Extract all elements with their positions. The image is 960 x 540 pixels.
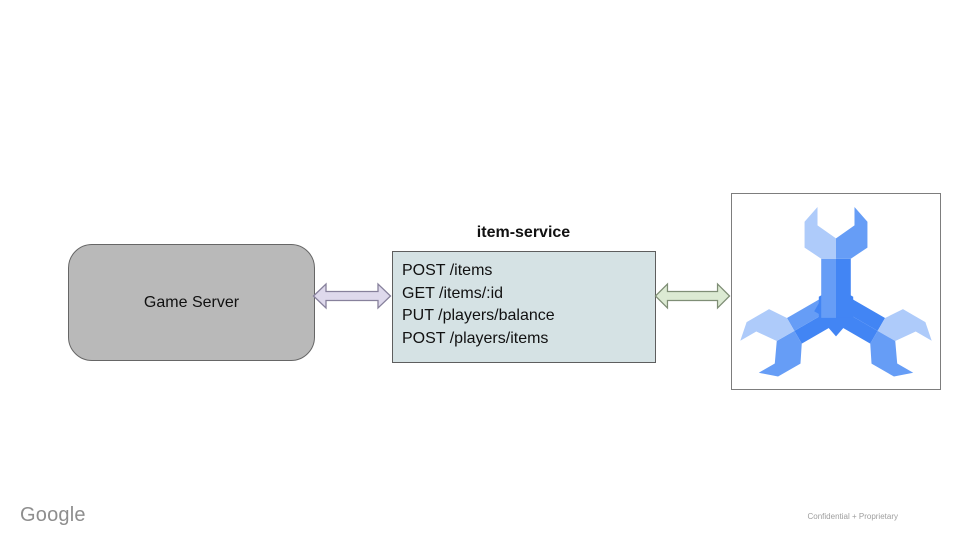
confidential-label: Confidential + Proprietary — [807, 512, 899, 521]
endpoint-line: PUT /players/balance — [402, 307, 555, 324]
double-arrow-icon-left — [312, 282, 392, 310]
double-arrow-icon-right — [654, 282, 731, 310]
game-server-label: Game Server — [143, 293, 240, 311]
endpoint-line: POST /players/items — [402, 329, 549, 347]
endpoint-line: POST /items — [402, 262, 493, 279]
double-arrow-shape — [312, 282, 392, 310]
database-icon-box — [731, 193, 941, 390]
wrench-arm-top — [804, 206, 868, 318]
game-server-node: Game Server — [68, 244, 315, 361]
google-logo: Google — [20, 504, 86, 526]
item-service-node: POST /items GET /items/:id PUT /players/… — [392, 251, 656, 363]
double-arrow-shape — [654, 282, 731, 310]
cloud-memorystore-icon — [740, 206, 932, 377]
item-service-title: item-service — [476, 224, 571, 241]
endpoint-line: GET /items/:id — [402, 284, 504, 302]
